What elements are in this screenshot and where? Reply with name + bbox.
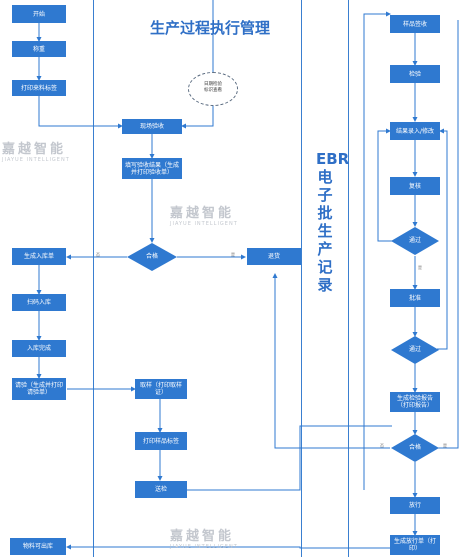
page-title: 生产过程执行管理 — [150, 19, 271, 37]
label-qualified-2: 合格 — [408, 444, 421, 451]
node-print-sample-label[interactable]: 打印样品标签 — [135, 432, 187, 450]
node-release[interactable]: 放行 — [390, 497, 440, 514]
node-inbound-done[interactable]: 入库完成 — [12, 340, 66, 357]
watermark-left: 嘉越智能 JIAYUE INTELLIGENT — [2, 138, 70, 163]
node-material-out[interactable]: 物料可出库 — [10, 538, 66, 555]
decision-qualified-1 — [127, 243, 177, 271]
label-qualified-1: 合格 — [145, 253, 158, 260]
watermark-text: 嘉越智能 — [170, 206, 235, 221]
node-fill-result[interactable]: 填写验收结果（生成并打印验收单） — [122, 158, 182, 179]
decision-qualified-2 — [391, 434, 439, 462]
node-start[interactable]: 开始 — [12, 5, 66, 23]
node-gen-release[interactable]: 生成放行单（打印） — [390, 535, 440, 555]
node-send-inspection[interactable]: 送检 — [135, 481, 187, 498]
decision-pass-2 — [391, 336, 439, 364]
node-gen-report[interactable]: 生成检验报告（打印报告） — [390, 392, 440, 412]
decision-pass-1 — [391, 227, 439, 255]
node-site-inspection[interactable]: 现场验收 — [122, 119, 182, 134]
watermark-center: 嘉越智能 JIAYUE INTELLIGENT — [170, 202, 238, 227]
edge-label-yes-center: 是 — [231, 252, 235, 257]
watermark-bottom: 嘉越智能 JIAYUE INTELLIGENT — [170, 525, 238, 550]
label-pass-1: 通过 — [408, 237, 421, 244]
node-request-inspection[interactable]: 请验（生成并打印请验单） — [12, 378, 66, 400]
node-inspect[interactable]: 检验 — [390, 65, 440, 83]
label-pass-2: 通过 — [408, 346, 421, 353]
side-title: EBR电子批生产记录 — [316, 150, 350, 294]
note-bubble: 日期检验 标识查看 — [188, 72, 238, 106]
watermark-subtext: JIAYUE INTELLIGENT — [2, 157, 70, 163]
node-gen-inbound[interactable]: 生成入库单 — [12, 248, 66, 265]
watermark-subtext: JIAYUE INTELLIGENT — [170, 221, 238, 227]
lane-divider-1 — [93, 0, 94, 557]
node-sample-receipt[interactable]: 样品签收 — [390, 15, 440, 33]
node-return-goods[interactable]: 退货 — [247, 248, 301, 265]
edge-label-yes-pass: 是 — [418, 265, 422, 270]
node-print-label[interactable]: 打印来料标签 — [12, 80, 66, 96]
watermark-text: 嘉越智能 — [2, 142, 67, 157]
node-scan-inbound[interactable]: 扫码入库 — [12, 294, 66, 311]
node-result-entry[interactable]: 结果录入/修改 — [390, 122, 440, 140]
node-weigh[interactable]: 称重 — [12, 41, 66, 57]
lane-divider-3 — [348, 0, 349, 557]
edge-label-no-left: 否 — [96, 252, 100, 257]
node-approve[interactable]: 批准 — [390, 289, 440, 307]
watermark-subtext: JIAYUE INTELLIGENT — [170, 544, 238, 550]
watermark-text: 嘉越智能 — [170, 529, 235, 544]
edge-label-yes-right: 是 — [443, 443, 447, 448]
node-sampling[interactable]: 取样（打印取样证） — [135, 379, 187, 399]
node-review[interactable]: 复核 — [390, 177, 440, 195]
edge-label-no-right: 否 — [380, 443, 384, 448]
lane-divider-2 — [301, 0, 302, 557]
